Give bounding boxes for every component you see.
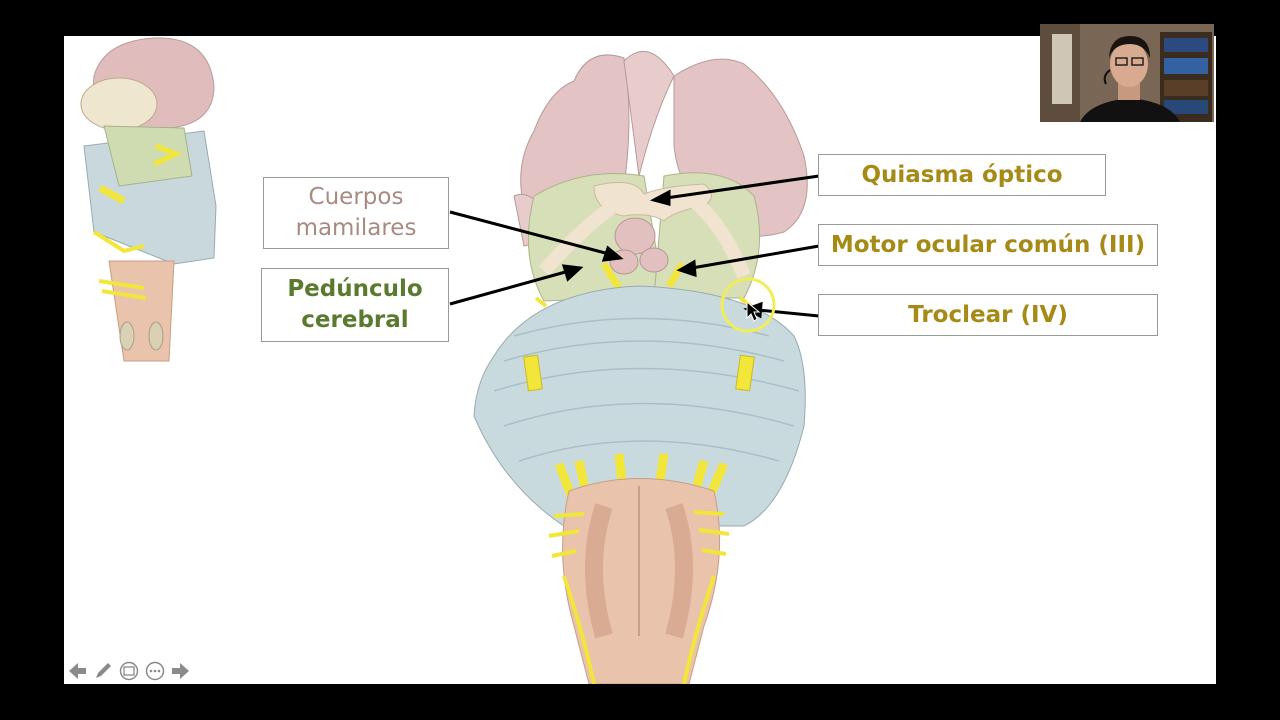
see-all-slides-button[interactable] <box>118 660 140 682</box>
previous-slide-button[interactable] <box>66 660 88 682</box>
cursor-highlight-ring <box>720 277 776 333</box>
pencil-icon <box>96 663 111 678</box>
arrow-pedunculo-cerebral <box>449 269 570 306</box>
pen-tool-button[interactable] <box>92 660 114 682</box>
webcam-frame <box>1040 24 1214 122</box>
next-slide-button[interactable] <box>170 660 192 682</box>
label-quiasma-optico: Quiasma óptico <box>818 154 1106 196</box>
arrow-troclear <box>757 308 820 318</box>
slide: Cuerpos mamilares Pedúnculo cerebral Qui… <box>64 36 1216 684</box>
lateral-brainstem-illustration <box>80 37 217 362</box>
presenter-webcam <box>1040 24 1214 122</box>
more-icon <box>145 661 165 681</box>
arrow-right-icon <box>172 663 189 679</box>
label-motor-ocular-comun: Motor ocular común (III) <box>818 224 1158 266</box>
more-options-button[interactable] <box>144 660 166 682</box>
slideshow-controls <box>66 660 192 682</box>
slide-canvas <box>80 37 820 684</box>
ventral-brainstem-illustration <box>473 51 808 684</box>
label-troclear: Troclear (IV) <box>818 294 1158 336</box>
arrow-left-icon <box>69 663 86 679</box>
label-pedunculo-cerebral: Pedúnculo cerebral <box>261 268 449 342</box>
mouse-cursor-icon <box>746 300 761 322</box>
slides-icon <box>119 661 139 681</box>
arrow-cuerpos-mamilares <box>449 210 610 256</box>
label-cuerpos-mamilares: Cuerpos mamilares <box>263 177 449 249</box>
arrow-quiasma-optico <box>665 174 820 200</box>
arrow-motor-ocular-comun <box>691 244 820 270</box>
